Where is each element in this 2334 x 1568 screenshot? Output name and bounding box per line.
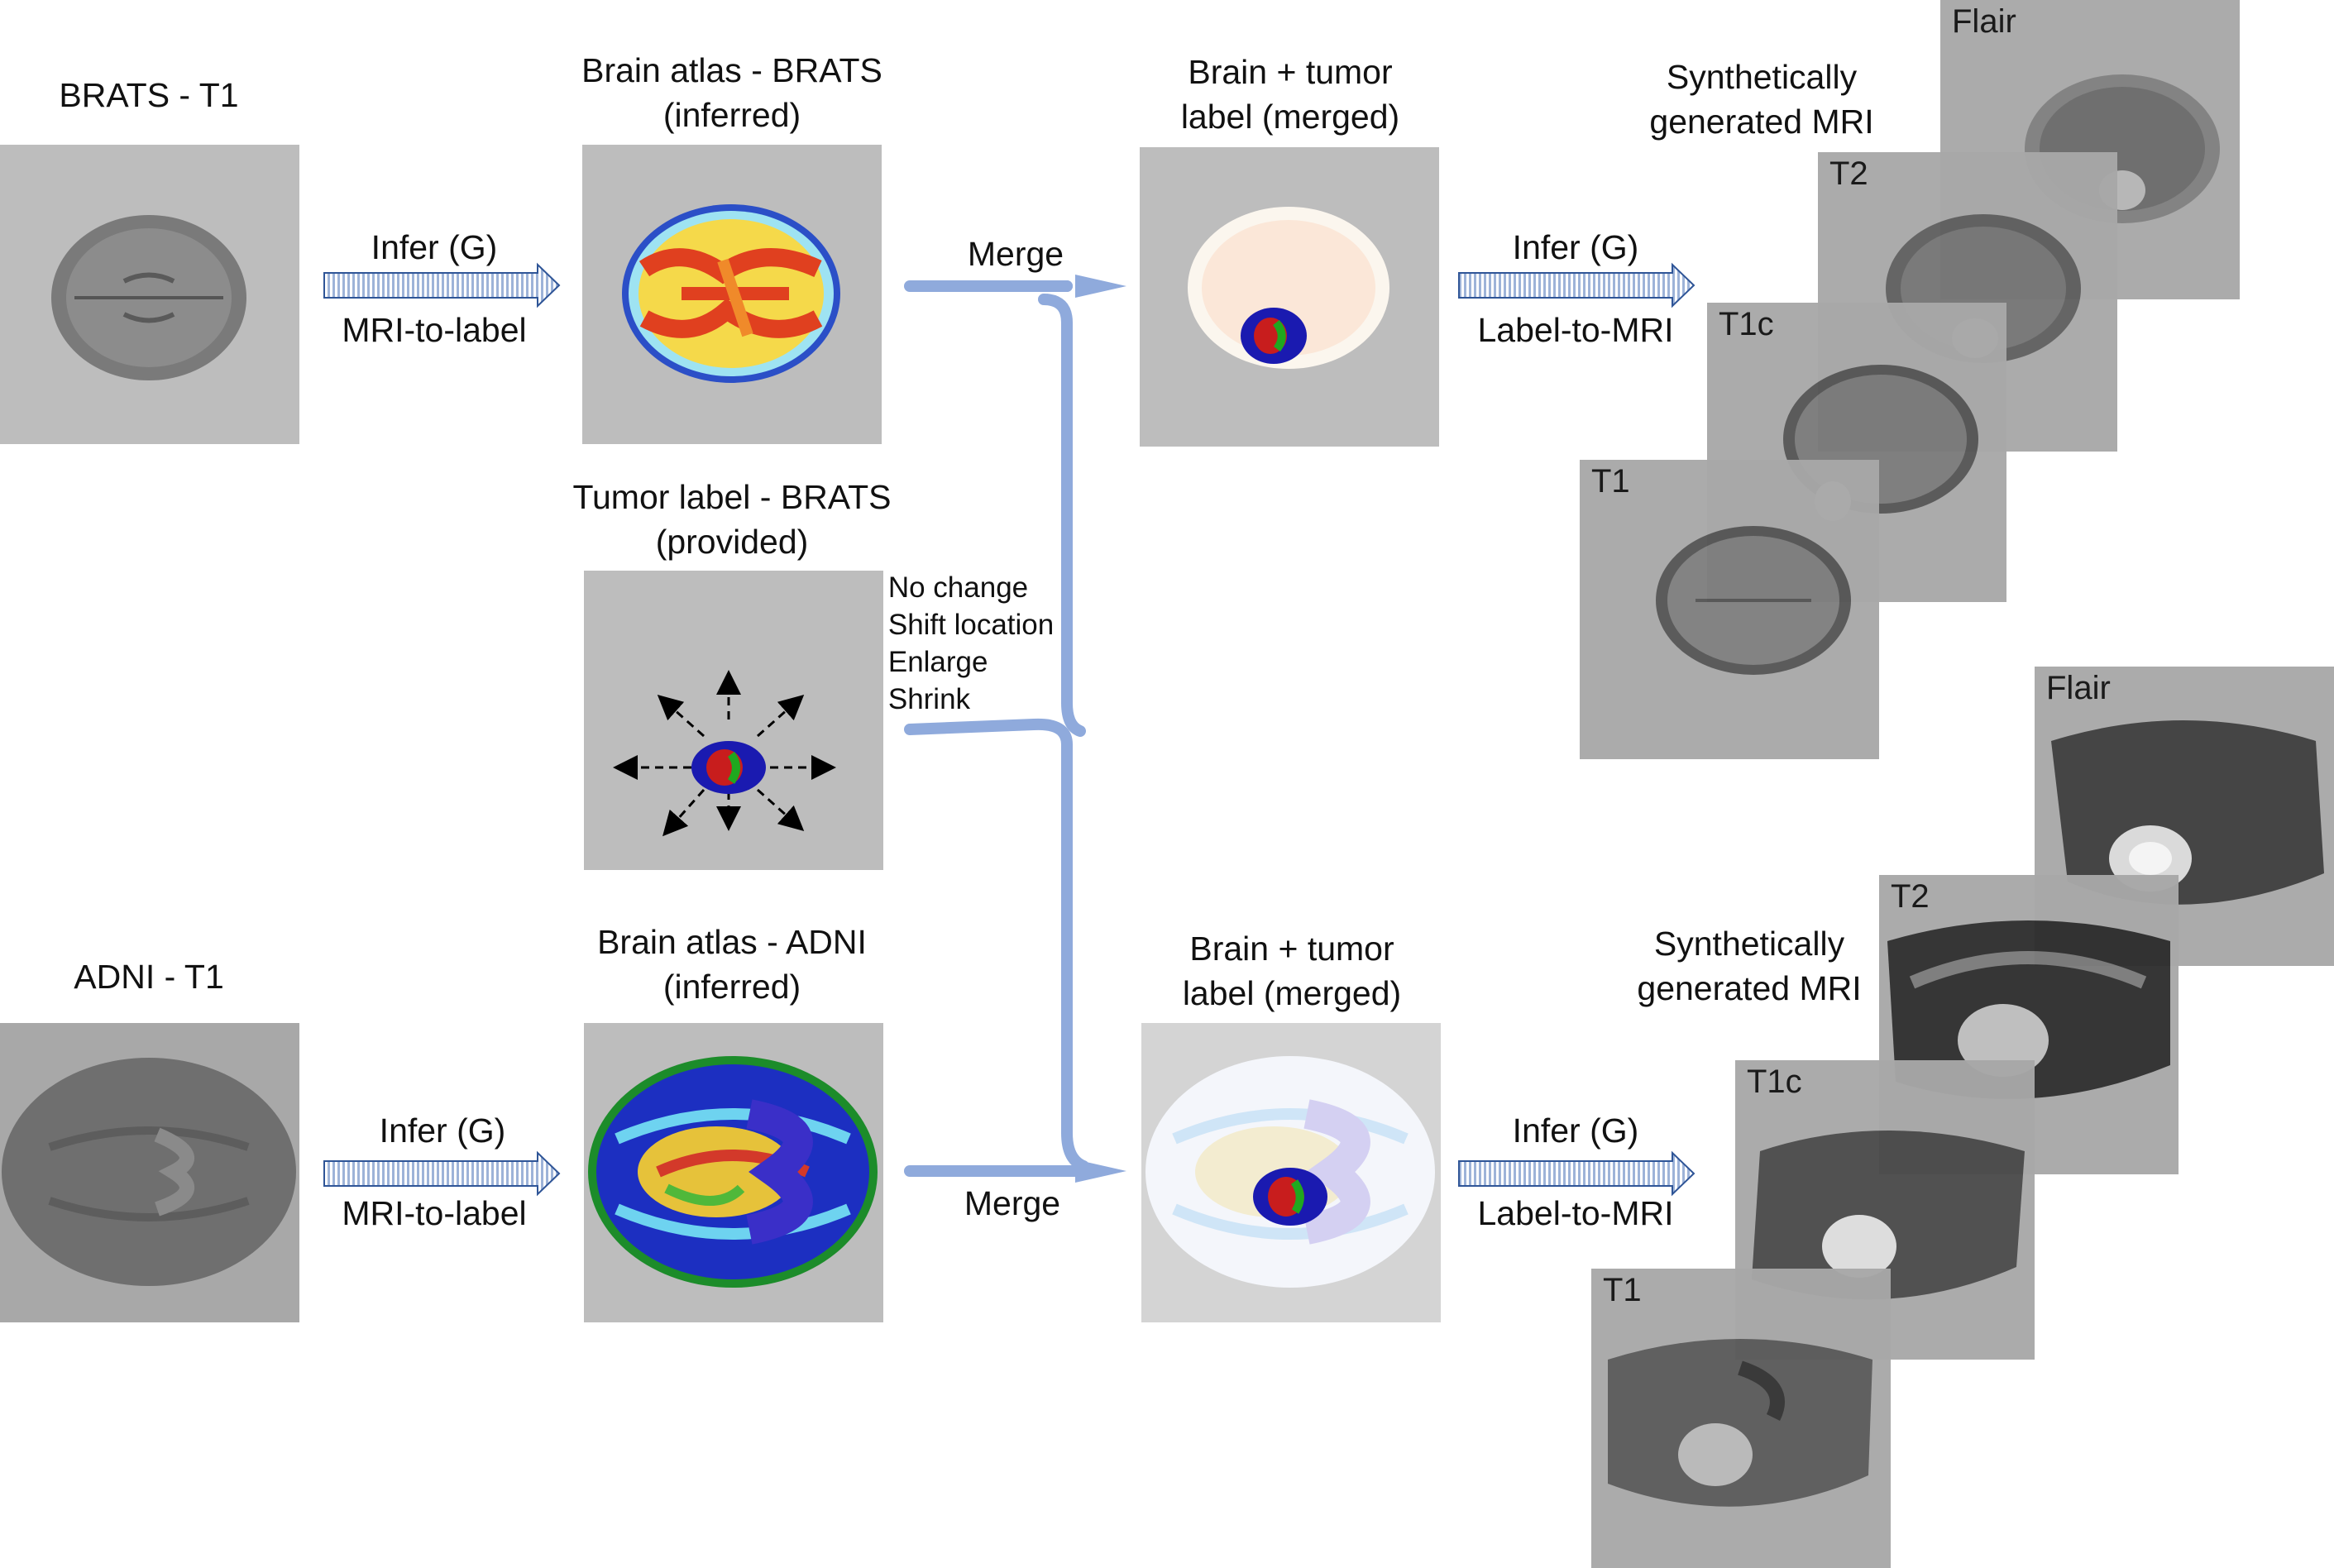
- brats-t1-title: BRATS - T1: [59, 76, 239, 114]
- brats-merged-image: [1140, 147, 1439, 447]
- modality-label: Flair: [1952, 3, 2016, 40]
- adni-merged-title-line2: label (merged): [1182, 974, 1402, 1012]
- brats-synth-title-line2: generated MRI: [1649, 103, 1874, 141]
- brats-t1-image: [0, 145, 299, 444]
- brats-atlas-image: [582, 145, 882, 444]
- adni-t1-image: [0, 1023, 299, 1322]
- adni-synth-title-line2: generated MRI: [1637, 969, 1862, 1007]
- tumor-title: Tumor label - BRATS (provided): [546, 475, 918, 564]
- adni-atlas-title: Brain atlas - ADNI (inferred): [546, 920, 918, 1009]
- modality-label: T2: [1891, 878, 1930, 915]
- adni-infer2-arrow: [1458, 1150, 1695, 1197]
- brats-merged-title-line1: Brain + tumor: [1188, 53, 1393, 91]
- brats-infer2-top-label: Infer (G): [1512, 228, 1639, 266]
- adni-merged-image: [1141, 1023, 1441, 1322]
- modality-label: T1: [1603, 1272, 1642, 1308]
- adni-synth-title: Synthetically generated MRI: [1609, 921, 1890, 1011]
- brats-infer2-arrow: [1458, 262, 1695, 308]
- brats-merge-label: Merge: [967, 235, 1064, 273]
- brats-atlas-title-line2: (inferred): [662, 96, 801, 134]
- adni-infer-top-label: Infer (G): [379, 1111, 506, 1150]
- adni-infer-arrow: [323, 1150, 561, 1197]
- brats-synth-title-line1: Synthetically: [1666, 58, 1858, 96]
- brats-merged-title: Brain + tumor label (merged): [1125, 50, 1456, 139]
- modality-label: T1c: [1719, 306, 1774, 342]
- tumor-option: 2) Shift location: [854, 609, 1055, 641]
- modality-label: T1c: [1747, 1064, 1802, 1100]
- brats-infer-bottom-label: MRI-to-label: [342, 311, 527, 349]
- adni-merge-label: Merge: [964, 1184, 1061, 1222]
- modality-label: T2: [1829, 155, 1868, 192]
- adni-merged-title-line1: Brain + tumor: [1189, 930, 1394, 968]
- brats-infer2-bottom-label: Label-to-MRI: [1477, 311, 1674, 349]
- adni-atlas-title-line1: Brain atlas - ADNI: [597, 923, 867, 961]
- adni-atlas-image: [584, 1023, 883, 1322]
- adni-synth-title-line1: Synthetically: [1653, 925, 1845, 963]
- brats-synth-t1: T1: [1580, 460, 1879, 759]
- tumor-title-line1: Tumor label - BRATS: [572, 478, 892, 516]
- brats-synth-title: Synthetically generated MRI: [1621, 55, 1902, 144]
- brats-infer-arrow: [323, 262, 561, 308]
- adni-synth-t1: T1: [1591, 1269, 1891, 1568]
- modality-label: T1: [1591, 463, 1630, 500]
- brats-atlas-title: Brain atlas - BRATS (inferred): [546, 48, 918, 137]
- adni-merged-title: Brain + tumor label (merged): [1126, 926, 1457, 1016]
- adni-infer2-top-label: Infer (G): [1512, 1111, 1639, 1150]
- adni-infer-bottom-label: MRI-to-label: [342, 1194, 527, 1232]
- tumor-options-list: 1) No change 2) Shift location 3) Enlarg…: [854, 569, 1054, 718]
- brats-infer-top-label: Infer (G): [371, 228, 498, 266]
- tumor-label-image: [584, 571, 883, 870]
- brats-atlas-title-line1: Brain atlas - BRATS: [581, 51, 882, 89]
- merge-brace-connector: [904, 280, 1091, 1177]
- adni-t1-title: ADNI - T1: [74, 958, 224, 996]
- tumor-title-line2: (provided): [655, 523, 809, 561]
- adni-synth-flair: Flair: [2035, 667, 2334, 966]
- adni-atlas-title-line2: (inferred): [662, 968, 801, 1006]
- brats-merged-title-line2: label (merged): [1180, 98, 1400, 136]
- tumor-option: 1) No change: [854, 571, 1029, 604]
- merge-arrowheads: [1075, 275, 1126, 1183]
- modality-label: Flair: [2046, 670, 2111, 706]
- adni-infer2-bottom-label: Label-to-MRI: [1477, 1194, 1674, 1232]
